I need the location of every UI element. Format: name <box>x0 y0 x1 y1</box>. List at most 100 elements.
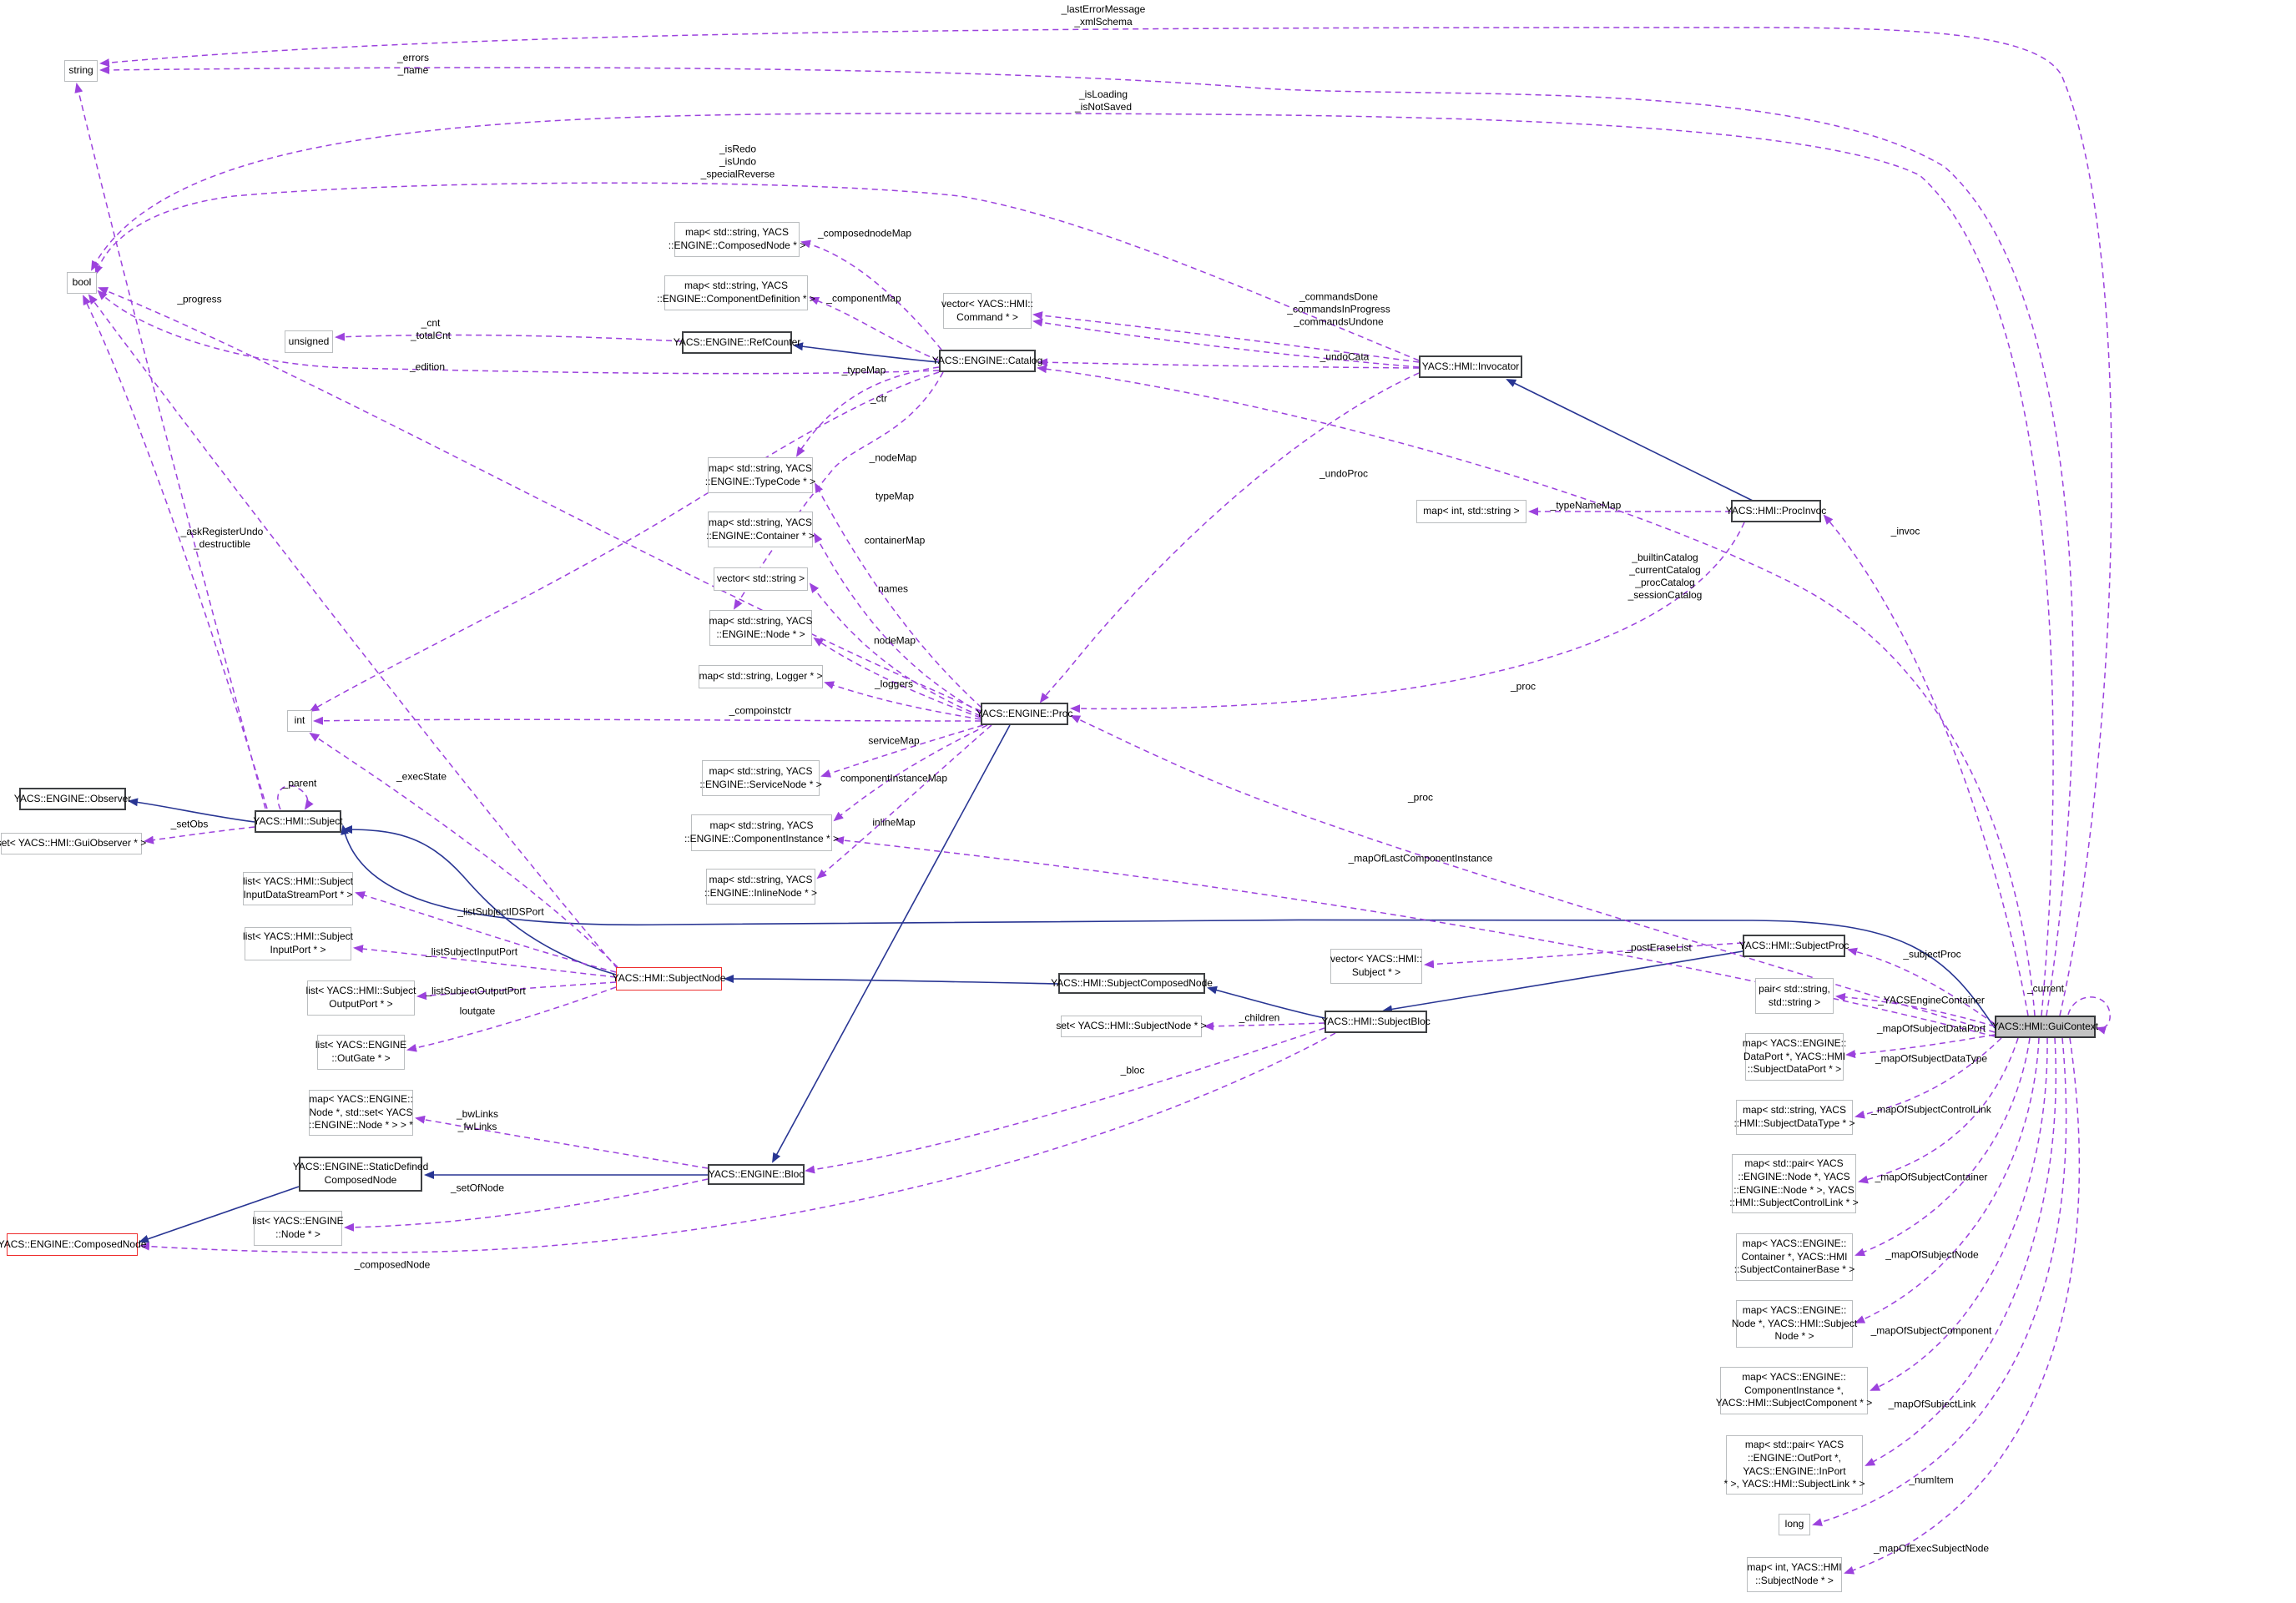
class-box-observer[interactable]: YACS::ENGINE::Observer <box>14 788 131 810</box>
class-box-map-componentinstance-subjectcomponent[interactable]: map< YACS::ENGINE:: ComponentInstance *,… <box>1716 1367 1872 1414</box>
edge-solid-9 <box>139 1186 300 1243</box>
class-box-pair-string-string[interactable]: pair< std::string, std::string > <box>1755 978 1834 1014</box>
class-box-vector-string[interactable]: vector< std::string > <box>714 567 808 591</box>
edge-label--invoc: _invoc <box>1890 525 1920 537</box>
edge-label--undocata: _undoCata <box>1320 350 1370 363</box>
class-box-map-int-subjectnode[interactable]: map< int, YACS::HMI ::SubjectNode * > <box>1747 1557 1842 1592</box>
edge-dashed-52 <box>1854 1037 2002 1119</box>
edge-label-typemap: typeMap <box>875 490 915 502</box>
class-box-list-subject-inputport[interactable]: list< YACS::HMI::Subject InputPort * > <box>243 927 353 960</box>
edge-dashed-60 <box>355 891 617 973</box>
edge-label--listsubjectidsport: _listSubjectIDSPort <box>457 905 544 918</box>
class-box-map-node-set-node[interactable]: map< YACS::ENGINE:: Node *, std::set< YA… <box>309 1090 413 1136</box>
edge-dashed-66 <box>139 1032 1336 1253</box>
class-box-map-componentinstance[interactable]: map< std::string, YACS ::ENGINE::Compone… <box>684 814 839 851</box>
edge-label--typemap: _typeMap <box>841 364 886 376</box>
edge-solid-4 <box>1382 950 1743 1014</box>
class-box-map-logger[interactable]: map< std::string, Logger * > <box>699 665 823 688</box>
class-box-guicontext[interactable]: YACS::HMI::GuiContext <box>1992 1016 2098 1038</box>
class-box-list-node[interactable]: list< YACS::ENGINE ::Node * > <box>252 1211 344 1246</box>
edge-dashed-44 <box>1070 522 1745 713</box>
edge-solid-10 <box>772 724 1011 1163</box>
edge-dashed-49 <box>1204 1021 1325 1031</box>
edge-label--askregisterundo: _askRegisterUndo _destructible <box>180 526 264 550</box>
edge-label--parent: _parent <box>282 777 317 789</box>
edge-dashed-41 <box>1823 514 2029 1016</box>
edge-label--subjectproc: _subjectProc <box>1903 948 1961 960</box>
edge-dashed-16 <box>335 332 683 342</box>
edge-dashed-21 <box>795 366 940 457</box>
edge-label--proc: _proc <box>1407 791 1434 804</box>
class-box-bool[interactable]: bool <box>67 272 97 294</box>
class-box-staticdefinedcomposednode[interactable]: YACS::ENGINE::StaticDefined ComposedNode <box>293 1157 428 1192</box>
edge-label-loutgate: loutgate <box>459 1005 496 1017</box>
edge-dashed-14 <box>91 113 2054 1016</box>
edge-label--cnt: _cnt _totalCnt <box>410 317 452 341</box>
edge-label--undoproc: _undoProc <box>1319 467 1369 480</box>
edge-dashed-20 <box>809 296 940 361</box>
class-box-proc[interactable]: YACS::ENGINE::Proc <box>976 703 1072 725</box>
edge-label--children: _children <box>1239 1011 1280 1024</box>
edge-label-nodemap: nodeMap <box>873 634 916 647</box>
class-box-map-composednode[interactable]: map< std::string, YACS ::ENGINE::Compose… <box>669 222 805 257</box>
class-box-map-servicenode[interactable]: map< std::string, YACS ::ENGINE::Service… <box>699 760 822 796</box>
class-box-set-guiobserver[interactable]: set< YACS::HMI::GuiObserver * > <box>0 833 146 854</box>
class-box-vector-subject[interactable]: vector< YACS::HMI:: Subject * > <box>1330 949 1422 984</box>
edge-dashed-62 <box>416 981 617 1001</box>
edge-label--mapofsubjectdataport: _mapOfSubjectDataPort <box>1876 1022 1986 1035</box>
edge-dashed-56 <box>1870 1037 2048 1391</box>
class-box-procinvoc[interactable]: YACS::HMI::ProcInvoc <box>1726 500 1826 522</box>
edge-dashed-46 <box>1847 947 1996 1025</box>
class-box-invocator[interactable]: YACS::HMI::Invocator <box>1419 355 1522 378</box>
class-box-map-node[interactable]: map< std::string, YACS ::ENGINE::Node * … <box>709 610 812 646</box>
edge-dashed-65 <box>344 1178 709 1232</box>
class-box-composednode[interactable]: YACS::ENGINE::ComposedNode <box>0 1233 146 1256</box>
class-box-map-inlinenode[interactable]: map< std::string, YACS ::ENGINE::InlineN… <box>704 869 817 905</box>
class-box-subject[interactable]: YACS::HMI::Subject <box>253 810 343 833</box>
class-box-map-typecode[interactable]: map< std::string, YACS ::ENGINE::TypeCod… <box>705 457 815 493</box>
class-box-vector-command[interactable]: vector< YACS::HMI:: Command * > <box>941 293 1033 329</box>
class-box-set-subjectnode[interactable]: set< YACS::HMI::SubjectNode * > <box>1056 1016 1207 1037</box>
edge-label-inlinemap: inlineMap <box>872 816 916 829</box>
class-box-subjectcomposednode[interactable]: YACS::HMI::SubjectComposedNode <box>1051 973 1213 994</box>
class-box-map-container[interactable]: map< std::string, YACS ::ENGINE::Contain… <box>706 512 815 547</box>
edge-dashed-57 <box>1865 1037 2057 1466</box>
edge-solid-6 <box>793 342 940 363</box>
edge-label--mapofsubjectlink: _mapOfSubjectLink <box>1888 1398 1976 1410</box>
class-box-int[interactable]: int <box>287 710 312 732</box>
class-box-map-pair-node-subjectcontrollink[interactable]: map< std::pair< YACS ::ENGINE::Node *, Y… <box>1729 1154 1859 1213</box>
class-box-map-dataport-subjectdataport[interactable]: map< YACS::ENGINE:: DataPort *, YACS::HM… <box>1743 1033 1846 1081</box>
class-box-string[interactable]: string <box>64 60 98 82</box>
edge-dashed-48 <box>1424 942 1743 969</box>
edge-label--yacsenginecontainer: _YACSEngineContainer <box>1878 994 1985 1006</box>
class-box-bloc[interactable]: YACS::ENGINE::Bloc <box>708 1164 805 1185</box>
edge-label-servicemap: serviceMap <box>868 734 920 747</box>
class-box-map-container-subjectcontainerbase[interactable]: map< YACS::ENGINE:: Container *, YACS::H… <box>1734 1233 1854 1281</box>
class-box-list-outgate[interactable]: list< YACS::ENGINE ::OutGate * > <box>315 1035 406 1070</box>
edge-label--current: _current <box>2026 982 2065 995</box>
edge-dashed-63 <box>406 986 617 1052</box>
class-box-long[interactable]: long <box>1779 1514 1810 1535</box>
class-box-map-componentdefinition[interactable]: map< std::string, YACS ::ENGINE::Compone… <box>657 275 815 310</box>
edge-dashed-25 <box>809 582 981 717</box>
edge-label--composednodemap: _composednodeMap <box>817 227 912 239</box>
class-box-map-node-subjectnode[interactable]: map< YACS::ENGINE:: Node *, YACS::HMI::S… <box>1732 1300 1857 1348</box>
class-box-map-int-string[interactable]: map< int, std::string > <box>1416 500 1526 523</box>
class-box-catalog[interactable]: YACS::ENGINE::Catalog <box>932 350 1042 372</box>
edge-label-containermap: containerMap <box>864 534 926 547</box>
edge-label--mapofexecsubjectnode: _mapOfExecSubjectNode <box>1873 1542 1990 1555</box>
class-box-map-subjectdatatype[interactable]: map< std::string, YACS ::HMI::SubjectDat… <box>1733 1100 1855 1135</box>
edge-dashed-54 <box>1854 1037 2031 1257</box>
edge-label--loggers: _loggers <box>874 678 914 690</box>
class-box-subjectproc[interactable]: YACS::HMI::SubjectProc <box>1739 935 1849 957</box>
class-box-list-subject-idsport[interactable]: list< YACS::HMI::Subject InputDataStream… <box>243 872 353 905</box>
class-box-map-outport-inport-subjectlink[interactable]: map< std::pair< YACS ::ENGINE::OutPort *… <box>1724 1435 1865 1495</box>
edge-dashed-51 <box>1845 1034 1996 1059</box>
class-box-subjectnode[interactable]: YACS::HMI::SubjectNode <box>613 967 725 991</box>
class-box-refcounter[interactable]: YACS::ENGINE::RefCounter <box>674 331 800 354</box>
class-box-unsigned[interactable]: unsigned <box>285 330 333 353</box>
class-box-subjectbloc[interactable]: YACS::HMI::SubjectBloc <box>1321 1011 1431 1033</box>
class-box-list-subject-outputport[interactable]: list< YACS::HMI::Subject OutputPort * > <box>306 980 416 1016</box>
